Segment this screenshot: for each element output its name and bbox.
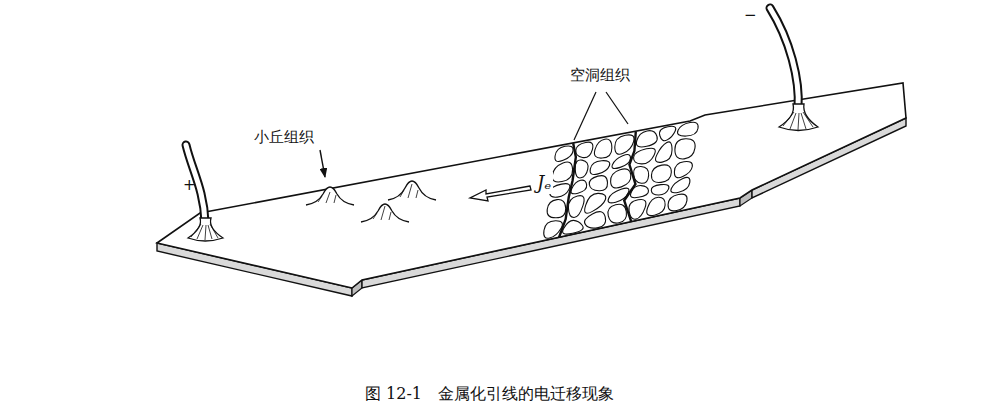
grain xyxy=(594,139,611,158)
grain xyxy=(568,196,584,218)
grain xyxy=(575,160,588,178)
grain xyxy=(576,142,593,157)
hillocks xyxy=(306,181,436,222)
leader-line xyxy=(606,92,628,124)
grain xyxy=(651,184,669,195)
grain xyxy=(634,166,649,183)
grain xyxy=(612,154,630,168)
grain xyxy=(611,169,631,188)
grain xyxy=(675,139,695,159)
grain xyxy=(590,161,610,175)
grain xyxy=(589,176,607,191)
current-label: Jₑ xyxy=(535,172,553,194)
grain xyxy=(547,200,566,218)
grain xyxy=(671,177,690,192)
grain xyxy=(636,131,657,147)
void-grains xyxy=(544,122,698,238)
grain xyxy=(585,193,606,213)
grain xyxy=(668,194,687,211)
grain xyxy=(552,162,572,182)
grain xyxy=(629,199,646,219)
hillock-label: 小丘组织 xyxy=(254,128,314,146)
grain xyxy=(608,188,629,203)
grain xyxy=(651,165,671,183)
figure-caption: 图 12-1 金属化引线的电迁移现象 xyxy=(365,384,614,403)
grain xyxy=(615,135,634,154)
grain xyxy=(674,162,692,178)
current-arrow xyxy=(470,186,531,201)
grain xyxy=(660,126,676,140)
leader-line xyxy=(574,92,596,140)
grain xyxy=(555,146,573,162)
void-label: 空洞组织 xyxy=(570,66,630,84)
metal-line-top xyxy=(157,83,906,288)
grain xyxy=(678,122,699,136)
grain xyxy=(634,148,656,164)
grain xyxy=(647,197,665,215)
lead-wire xyxy=(770,8,818,131)
polarity-sign: + xyxy=(183,176,196,194)
grain xyxy=(608,204,627,223)
crack xyxy=(624,131,636,222)
leader-arrow xyxy=(320,150,325,177)
grain xyxy=(656,142,673,162)
grain xyxy=(585,212,606,229)
polarity-sign: − xyxy=(744,6,757,24)
crack xyxy=(559,143,576,238)
